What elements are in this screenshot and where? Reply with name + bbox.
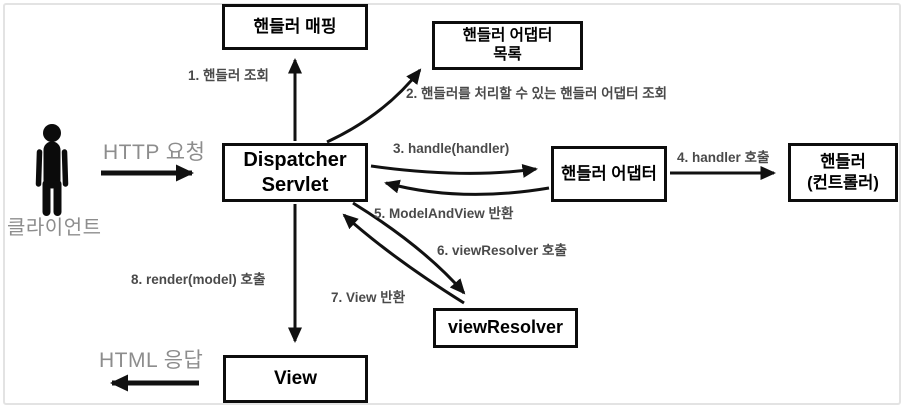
view-resolver-box: viewResolver	[433, 308, 578, 348]
step7-label: 7. View 반환	[331, 290, 406, 305]
view-label: View	[274, 368, 317, 390]
handler-mapping-box: 핸들러 매핑	[222, 4, 368, 50]
html-response-label: HTML 응답	[99, 349, 204, 372]
person-icon	[35, 124, 69, 216]
client-label: 클라이언트	[7, 217, 102, 239]
handler-controller-label-line1: 핸들러	[820, 153, 866, 172]
http-request-label: HTTP 요청	[103, 141, 206, 164]
dispatcher-servlet-box: Dispatcher Servlet	[222, 143, 368, 202]
dispatcher-servlet-label-line2: Servlet	[261, 173, 329, 196]
arrow-step5-modelandview-return	[384, 179, 550, 196]
diagram-frame	[3, 3, 901, 405]
dispatcher-servlet-label-line1: Dispatcher	[243, 149, 347, 172]
handler-adapter-box: 핸들러 어댑터	[551, 146, 667, 202]
handler-adapter-list-label-line2: 목록	[493, 45, 522, 63]
step6-label: 6. viewResolver 호출	[437, 243, 567, 258]
step1-label: 1. 핸들러 조회	[188, 68, 269, 83]
handler-controller-label-line2: (컨트롤러)	[807, 173, 879, 192]
step4-label: 4. handler 호출	[677, 150, 770, 165]
handler-adapter-label: 핸들러 어댑터	[561, 164, 657, 183]
handler-adapter-list-label-line1: 핸들러 어댑터	[462, 26, 553, 44]
step5-label: 5. ModelAndView 반환	[374, 206, 514, 221]
arrow-step3-handle	[370, 163, 538, 178]
step3-label: 3. handle(handler)	[393, 141, 510, 156]
step8-label: 8. render(model) 호출	[131, 272, 266, 287]
arrow-step7-view-return	[342, 213, 465, 305]
arrow-step6-viewresolver-call	[352, 201, 466, 295]
handler-adapter-list-box: 핸들러 어댑터 목록	[432, 21, 583, 70]
handler-controller-box: 핸들러 (컨트롤러)	[788, 143, 898, 202]
handler-mapping-label: 핸들러 매핑	[253, 16, 337, 36]
view-resolver-label: viewResolver	[447, 317, 564, 338]
arrow-step2-adapter-lookup	[326, 68, 422, 144]
view-box: View	[223, 355, 368, 403]
step2-label: 2. 핸들러를 처리할 수 있는 핸들러 어댑터 조회	[406, 86, 668, 101]
